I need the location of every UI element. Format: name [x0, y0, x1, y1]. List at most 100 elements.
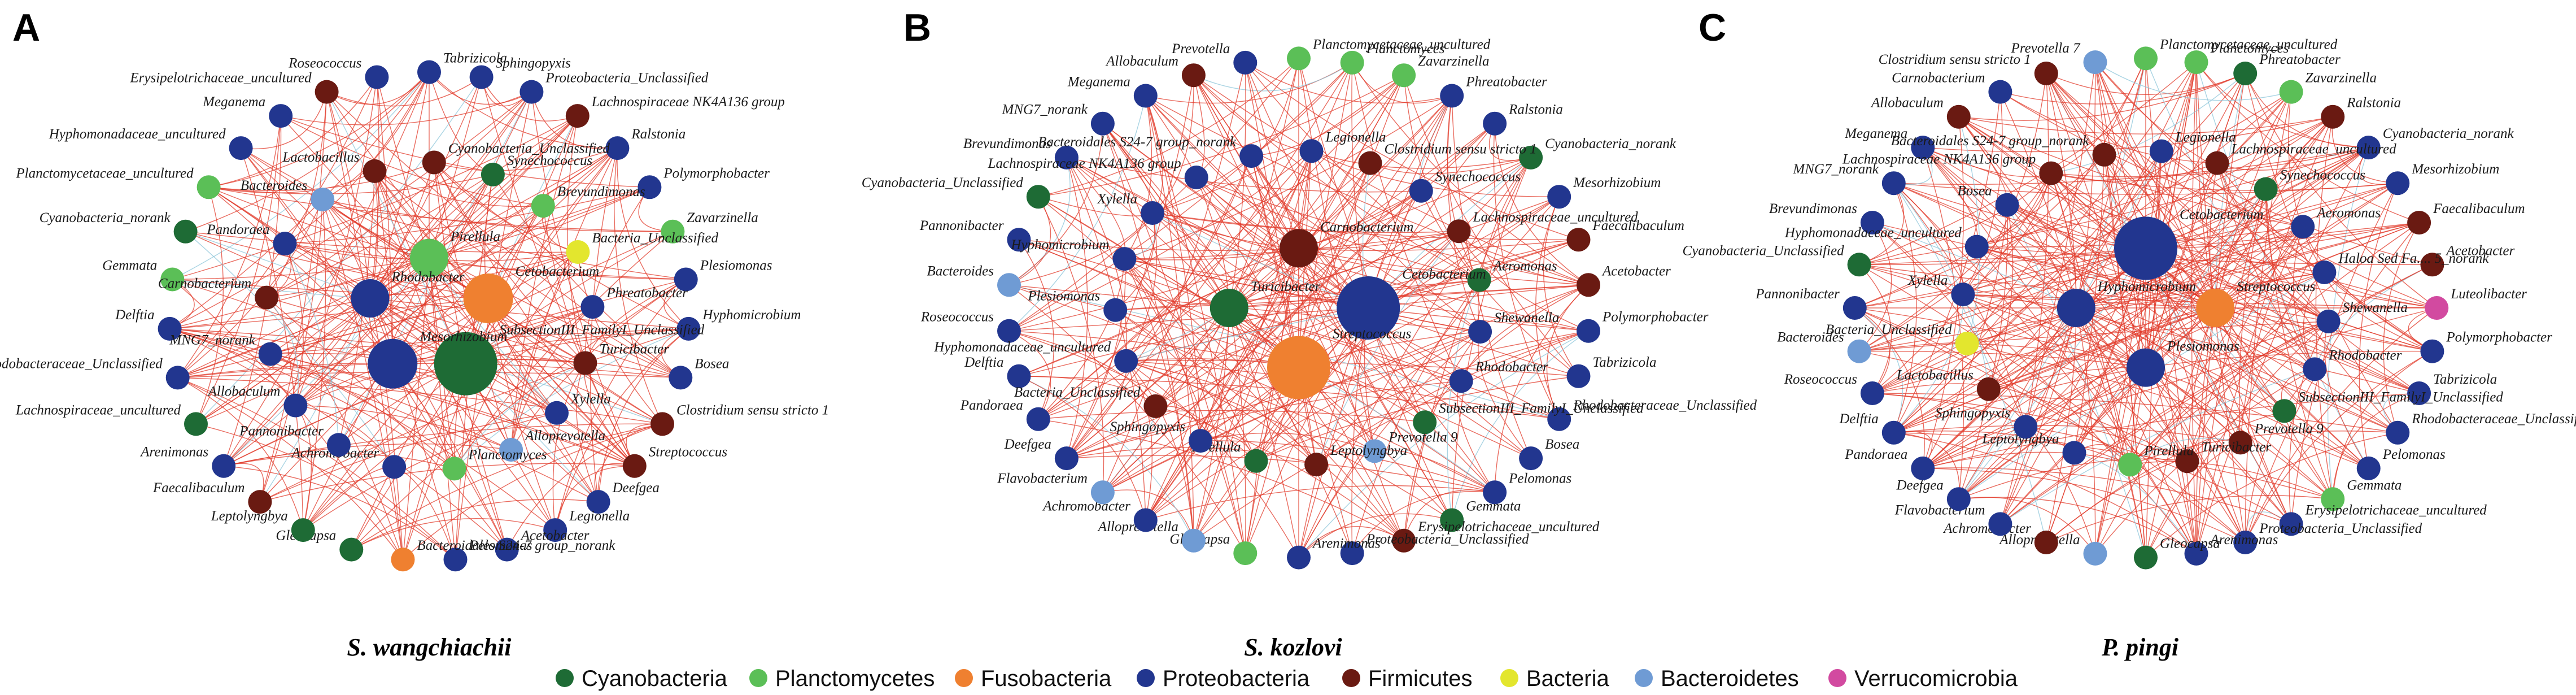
network-edge: [2025, 426, 2291, 525]
network-edge: [576, 363, 599, 502]
network-edge: [392, 363, 635, 467]
network-node: [382, 455, 407, 479]
network-edge: [2046, 73, 2216, 309]
network-edge: [1124, 258, 1201, 441]
network-edge: [1125, 360, 1194, 541]
network-node: [1519, 145, 1543, 170]
network-edge: [2046, 73, 2315, 370]
network-edge: [281, 91, 532, 125]
node-label: Flavobacterium: [997, 471, 1088, 486]
network-edge: [369, 77, 482, 299]
node-label: Planctomycetaceae_uncultured: [2159, 37, 2338, 52]
network-edge: [1066, 307, 1369, 459]
network-node: [2420, 339, 2444, 363]
network-edge: [1854, 92, 2291, 309]
network-node: [417, 60, 441, 84]
node-label: Zavarzinella: [687, 210, 758, 225]
network-edge: [1200, 432, 1375, 452]
legend-label: Planctomycetes: [775, 666, 935, 691]
network-node: [229, 136, 253, 160]
network-edge: [1125, 360, 1299, 558]
node-label: MNG7_norank: [1002, 102, 1088, 118]
network-edge: [177, 377, 663, 425]
network-edge: [2145, 367, 2369, 469]
network-node: [481, 162, 505, 186]
network-edge: [1145, 95, 1369, 309]
network-node: [1337, 276, 1400, 340]
network-edge: [2245, 368, 2315, 543]
network-edge: [1854, 154, 2105, 309]
network-edge: [1229, 62, 1246, 309]
network-node: [2196, 289, 2235, 327]
network-edge: [326, 76, 482, 107]
network-node: [365, 65, 389, 89]
network-edge: [172, 279, 393, 364]
network-edge: [2161, 151, 2216, 309]
network-node: [1210, 289, 1248, 327]
network-edge: [1494, 123, 1589, 285]
network-edge: [1066, 157, 1088, 459]
node-label: Erysipelotrichaceae_uncultured: [129, 71, 312, 86]
network-node: [1976, 377, 2001, 401]
network-node: [315, 80, 339, 104]
network-edge: [1008, 284, 1299, 368]
network-edge: [1893, 183, 2130, 465]
network-node: [351, 279, 390, 318]
legend-swatch: [1342, 669, 1360, 687]
legend-swatch: [1500, 669, 1518, 687]
network-edge: [1298, 157, 1531, 558]
node-label: Turicibacter: [2202, 440, 2272, 455]
network-node: [2420, 253, 2444, 277]
node-label: MNG7_norank: [1792, 162, 1879, 177]
network-node: [2092, 142, 2116, 167]
network-edge: [1854, 307, 2146, 368]
node-label: Lachnospiraceae_uncultured: [1473, 210, 1639, 225]
network-edge: [2145, 189, 2267, 368]
network-node: [1054, 145, 1079, 170]
network-edge: [1298, 513, 1452, 558]
legend-label: Firmicutes: [1368, 666, 1472, 691]
node-label: Gemmata: [2347, 477, 2402, 493]
network-edge: [2000, 368, 2315, 524]
node-label: Luteolibacter: [2450, 286, 2527, 302]
network-edge: [1923, 393, 2420, 469]
network-edge: [208, 162, 435, 191]
node-label: Allobaculum: [207, 384, 281, 399]
network-edge: [1872, 222, 2077, 309]
network-edge: [1038, 259, 1125, 420]
network-edge: [614, 148, 663, 424]
network-edge: [195, 423, 456, 560]
node-label: Meganema: [1844, 126, 1907, 141]
network-edge: [531, 92, 635, 466]
node-label: Leptolyngbya: [211, 509, 288, 524]
network-edge: [1494, 284, 1589, 493]
network-edge: [1038, 150, 1312, 420]
network-edge: [1145, 307, 1230, 520]
network-edge: [1859, 173, 2051, 265]
network-node: [2184, 541, 2208, 566]
node-label: Streptococcus: [2237, 279, 2315, 294]
network-node: [173, 219, 198, 244]
network-node: [2386, 171, 2410, 196]
node-label: Clostridium sensu stricto 1: [1879, 52, 2031, 67]
network-edge: [2215, 307, 2333, 499]
network-node: [676, 316, 701, 341]
network-edge: [1229, 190, 1422, 309]
network-edge: [1102, 62, 1246, 493]
network-edge: [1245, 62, 1452, 104]
network-edge: [1245, 62, 1369, 309]
network-edge: [1008, 284, 1246, 554]
network-edge: [1922, 307, 2077, 469]
network-edge: [2007, 205, 2433, 352]
network-edge: [177, 363, 466, 379]
network-node: [2057, 289, 2095, 327]
network-edge: [185, 231, 488, 299]
panel-title: S. kozlovi: [1244, 633, 1342, 661]
network-edge: [2094, 62, 2333, 499]
network-edge: [2076, 226, 2303, 309]
network-edge: [172, 115, 578, 280]
network-edge: [531, 92, 618, 149]
node-label: Bacteroides: [927, 263, 994, 279]
network-edge: [552, 363, 586, 531]
network-node: [442, 457, 466, 481]
